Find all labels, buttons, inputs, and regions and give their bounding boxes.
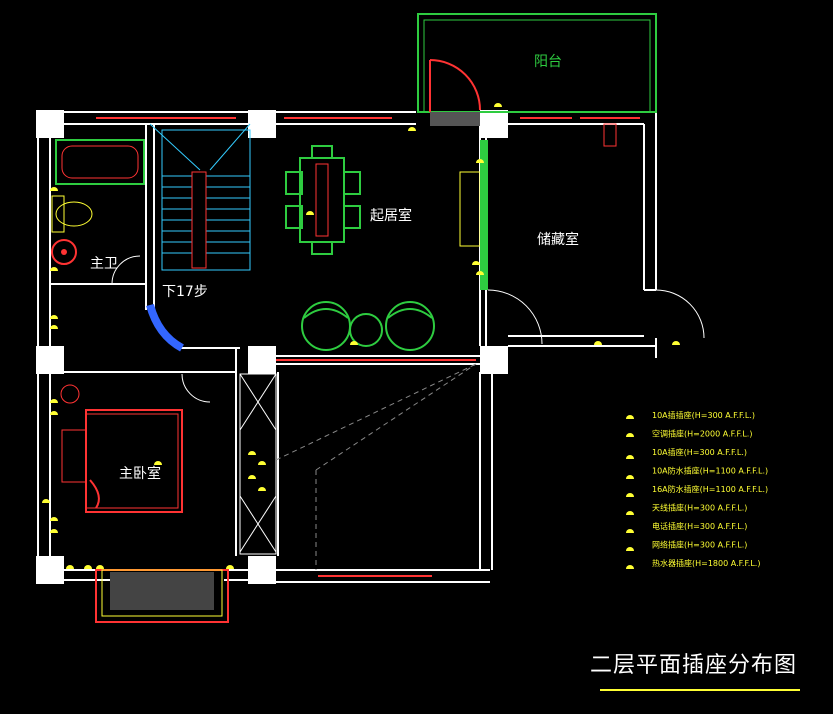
room-label-storage: 储藏室 (537, 231, 579, 248)
socket-icon (626, 415, 634, 419)
room-label-master-bed: 主卧室 (119, 465, 161, 482)
socket-icon (226, 565, 234, 569)
legend-label: 10A插插座(H=300 A.F.F.L.) (652, 410, 755, 420)
windows (96, 117, 640, 577)
socket-icon (258, 487, 266, 491)
legend-label: 10A插座(H=300 A.F.F.L.) (652, 447, 747, 457)
socket-icon (626, 493, 634, 497)
socket-icon (42, 499, 50, 503)
socket-icon (472, 261, 480, 265)
socket-icon (626, 455, 634, 459)
socket-icon (306, 211, 314, 215)
room-label-living: 起居室 (370, 207, 412, 224)
socket-icon (258, 461, 266, 465)
socket-icon (408, 127, 416, 131)
socket-icon (594, 341, 602, 345)
socket-icon (154, 461, 162, 465)
socket-icon (350, 341, 358, 345)
socket-icon (50, 187, 58, 191)
socket-icon (626, 529, 634, 533)
legend-label: 电话插座(H=300 A.F.F.L.) (652, 521, 747, 531)
drawing-title: 二层平面插座分布图 (590, 653, 797, 678)
socket-icon (494, 103, 502, 107)
socket-icon (672, 341, 680, 345)
legend-label: 热水器插座(H=1800 A.F.F.L.) (652, 558, 760, 568)
room-label-master-bath: 主卫 (90, 256, 118, 272)
bay-window (95, 569, 229, 623)
dining-set (285, 145, 361, 255)
legend-label: 10A防水插座(H=1100 A.F.F.L.) (652, 466, 768, 476)
socket-icon (50, 325, 58, 329)
socket-icon (50, 267, 58, 271)
legend: 10A插插座(H=300 A.F.F.L.) 空调插座(H=2000 A.F.F.… (652, 410, 768, 568)
stair-handrail (191, 171, 207, 269)
storage-door-swing (487, 289, 543, 345)
socket-icon (50, 399, 58, 403)
socket-icon (50, 517, 58, 521)
socket-icon (626, 433, 634, 437)
socket-icon (626, 547, 634, 551)
master-bath-fixtures (51, 139, 145, 285)
exterior-door-swing (655, 289, 705, 339)
balcony (417, 13, 657, 126)
socket-icon (50, 411, 58, 415)
storage-fixture (603, 123, 617, 147)
tv-cabinet (459, 171, 481, 247)
socket-icon (626, 511, 634, 515)
socket-icon (50, 529, 58, 533)
socket-icon (626, 565, 634, 569)
legend-label: 16A防水插座(H=1100 A.F.F.L.) (652, 484, 768, 494)
socket-icon (66, 565, 74, 569)
legend-label: 天线插座(H=300 A.F.F.L.) (652, 503, 747, 513)
legend-label: 空调插座(H=2000 A.F.F.L.) (652, 429, 752, 439)
socket-icon (476, 159, 484, 163)
socket-icon (50, 315, 58, 319)
bedroom-door-swing (181, 373, 211, 403)
socket-markers (42, 103, 680, 569)
socket-icon (626, 475, 634, 479)
curved-window (146, 303, 185, 352)
socket-icon (248, 451, 256, 455)
master-bed (60, 384, 183, 513)
staircase (149, 123, 251, 271)
socket-icon (476, 271, 484, 275)
stair-label: 下17步 (162, 284, 208, 300)
wardrobe (239, 373, 277, 555)
void-dashes (275, 363, 477, 570)
legend-label: 网络插座(H=300 A.F.F.L.) (652, 540, 747, 550)
socket-icon (84, 565, 92, 569)
room-label-balcony: 阳台 (534, 54, 562, 70)
columns (36, 110, 508, 584)
socket-icon (96, 565, 104, 569)
socket-icon (248, 475, 256, 479)
sofa-set (301, 301, 435, 351)
partition-panel (480, 140, 488, 290)
